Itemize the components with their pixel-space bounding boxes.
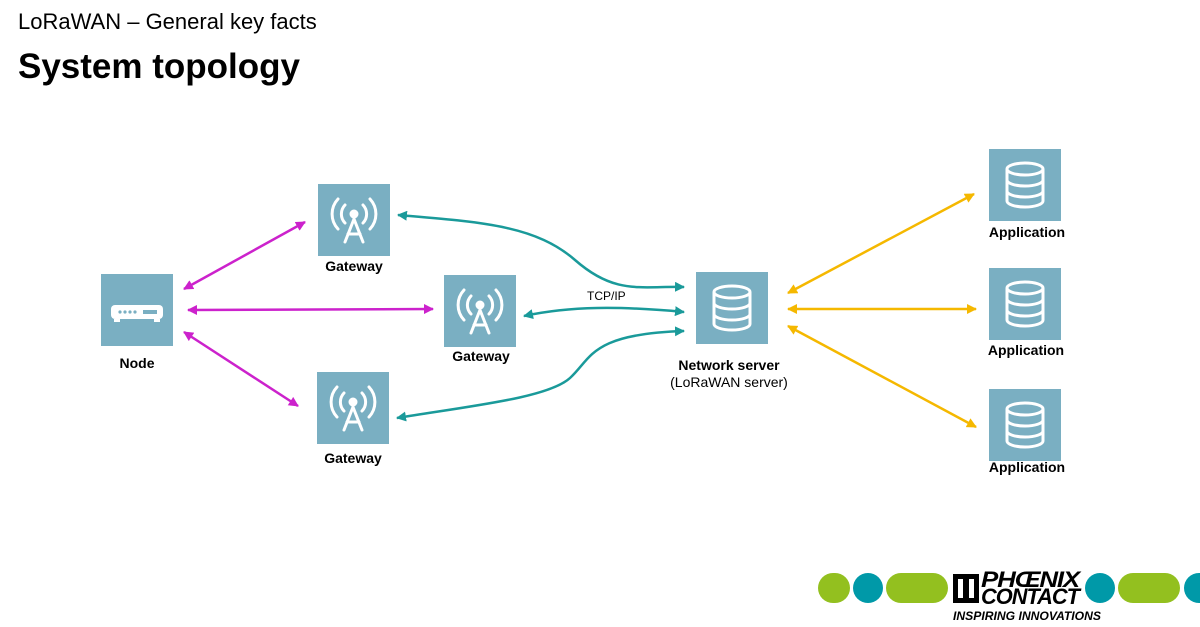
gateway-middle-box xyxy=(442,273,518,349)
antenna-tower-icon xyxy=(316,182,392,258)
database-icon xyxy=(987,387,1063,463)
database-icon xyxy=(987,147,1063,223)
brand-pill xyxy=(886,573,948,603)
gateway-bottom-box xyxy=(315,370,391,446)
link-node-gateway-bottom xyxy=(183,330,299,408)
application-3-box xyxy=(987,387,1063,463)
link-server-application-1 xyxy=(787,192,975,295)
brand-dot xyxy=(818,573,850,603)
antenna-tower-icon xyxy=(442,273,518,349)
antenna-tower-icon xyxy=(315,370,391,446)
logo-line2: CONTACT xyxy=(981,584,1082,609)
application-2-label: Application xyxy=(988,342,1064,358)
slide-title: System topology xyxy=(18,47,300,86)
network-server-label: Network server xyxy=(678,357,780,373)
logo-line1: PHŒNIX xyxy=(981,567,1082,592)
link-gateway-top-server xyxy=(397,210,685,292)
database-icon xyxy=(694,270,770,346)
application-1-label: Application xyxy=(989,224,1065,240)
link-gateway-middle-server xyxy=(523,306,685,319)
brand-dot xyxy=(1085,573,1115,603)
gateway-bottom-label: Gateway xyxy=(324,450,382,466)
link-node-gateway-middle xyxy=(187,304,434,315)
network-server-sublabel: (LoRaWAN server) xyxy=(670,374,788,390)
brand-footer: PHŒNIX CONTACT INSPIRING INNOVATIONS xyxy=(818,567,1200,623)
link-node-gateway-top xyxy=(183,220,306,291)
gateway-top-label: Gateway xyxy=(325,258,383,274)
database-icon xyxy=(987,266,1063,342)
application-2-box xyxy=(987,266,1063,342)
slide-subtitle: LoRaWAN – General key facts xyxy=(18,9,317,34)
logo-tagline: INSPIRING INNOVATIONS xyxy=(953,609,1101,623)
link-gateway-bottom-server xyxy=(396,326,685,422)
node-label: Node xyxy=(120,355,155,371)
application-3-label: Application xyxy=(989,459,1065,475)
link-server-application-3 xyxy=(787,324,977,429)
brand-dot xyxy=(1184,573,1200,603)
brand-dot xyxy=(853,573,883,603)
gateway-middle-label: Gateway xyxy=(452,348,510,364)
router-device-icon xyxy=(101,274,173,346)
tcpip-label: TCP/IP xyxy=(587,289,626,303)
phoenix-contact-logo: PHŒNIX CONTACT INSPIRING INNOVATIONS xyxy=(953,567,1101,623)
gateway-top-box xyxy=(316,182,392,258)
application-1-box xyxy=(987,147,1063,223)
node-box xyxy=(101,274,173,346)
network-server-box xyxy=(694,270,770,346)
brand-pill xyxy=(1118,573,1180,603)
